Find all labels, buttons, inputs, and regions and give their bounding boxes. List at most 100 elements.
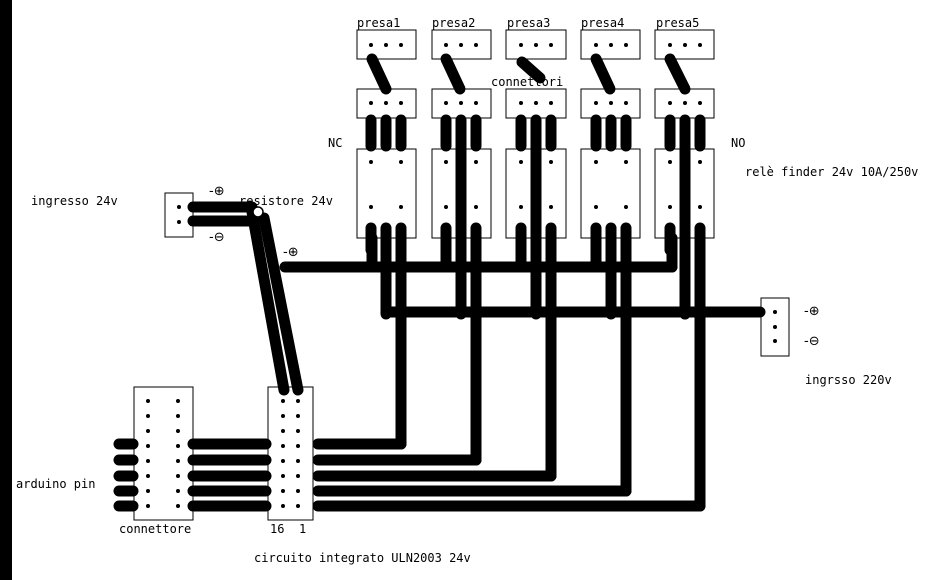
resistor-pad xyxy=(252,206,264,218)
left-edge-bar xyxy=(0,0,12,580)
pcb-traces xyxy=(113,53,766,512)
label-presa4: presa4 xyxy=(581,16,625,30)
pad-dot xyxy=(773,310,777,314)
pad-dot xyxy=(474,43,478,47)
label-connettore: connettore xyxy=(119,522,192,536)
plus-symbol-rail: -⊕ xyxy=(283,245,299,260)
pad-dot xyxy=(296,399,300,403)
pad-dot xyxy=(624,43,628,47)
pad-dot xyxy=(624,101,628,105)
pad-dot xyxy=(534,43,538,47)
pad-dot xyxy=(399,101,403,105)
pad-dot xyxy=(177,205,181,209)
pad-dot xyxy=(399,43,403,47)
pad-dot xyxy=(146,399,150,403)
pad-dot xyxy=(296,429,300,433)
pad-dot xyxy=(519,101,523,105)
label-relay: relè finder 24v 10A/250v xyxy=(745,165,919,179)
pad-dot xyxy=(369,43,373,47)
pad-dot xyxy=(281,504,285,508)
pad-dot xyxy=(146,459,150,463)
pad-dot xyxy=(281,459,285,463)
pad-dot xyxy=(296,459,300,463)
pad-dot xyxy=(296,474,300,478)
pad-dot xyxy=(683,43,687,47)
pad-dot xyxy=(444,43,448,47)
pad-dot xyxy=(369,205,373,209)
pad-dot xyxy=(281,429,285,433)
label-presa1: presa1 xyxy=(357,16,401,30)
pad-dot xyxy=(146,474,150,478)
pad-dot xyxy=(459,101,463,105)
label-nc: NC xyxy=(328,136,343,150)
pad-dot xyxy=(773,325,777,329)
pad-dot xyxy=(624,205,628,209)
pad-dot xyxy=(549,160,553,164)
pad-dot xyxy=(146,414,150,418)
pad-dot xyxy=(176,489,180,493)
pad-dot xyxy=(146,429,150,433)
pad-dot xyxy=(281,489,285,493)
pad-dot xyxy=(176,399,180,403)
pad-dot xyxy=(384,43,388,47)
pad-dot xyxy=(369,101,373,105)
label-no: NO xyxy=(731,136,746,150)
pad-dot xyxy=(281,414,285,418)
pad-dot xyxy=(698,43,702,47)
uln2003-chip xyxy=(267,386,314,521)
pad-dot xyxy=(384,101,388,105)
arduino-connector xyxy=(133,386,194,521)
pad-dots xyxy=(146,43,777,508)
pad-dot xyxy=(459,43,463,47)
pad-dot xyxy=(146,444,150,448)
pad-dot xyxy=(176,459,180,463)
pad-dot xyxy=(444,101,448,105)
pad-dot xyxy=(146,504,150,508)
pad-dot xyxy=(474,160,478,164)
pad-dot xyxy=(698,160,702,164)
minus-symbol-24v-input: -⊖ xyxy=(209,230,225,245)
pad-dot xyxy=(519,43,523,47)
plus-symbol-24v-input: -⊕ xyxy=(209,184,225,199)
input-24v-connector xyxy=(164,192,194,238)
minus-symbol-220v: -⊖ xyxy=(804,334,820,349)
pad-dot xyxy=(519,160,523,164)
pad-dot xyxy=(281,474,285,478)
pad-dot xyxy=(668,205,672,209)
pad-dot xyxy=(444,205,448,209)
pad-dot xyxy=(296,489,300,493)
pad-dot xyxy=(594,160,598,164)
label-presa2: presa2 xyxy=(432,16,476,30)
label-arduino-pin: arduino pin xyxy=(16,477,96,491)
pad-dot xyxy=(773,339,777,343)
label-pin-1: 1 xyxy=(299,522,307,536)
pad-dot xyxy=(594,43,598,47)
pad-dot xyxy=(399,160,403,164)
pad-dot xyxy=(698,205,702,209)
pad-dot xyxy=(549,43,553,47)
pad-dot xyxy=(281,399,285,403)
pad-dot xyxy=(176,429,180,433)
pad-dot xyxy=(609,43,613,47)
pad-dot xyxy=(176,474,180,478)
pad-dot xyxy=(176,504,180,508)
label-input-220v: ingrsso 220v xyxy=(805,373,892,387)
label-connettori: connettori xyxy=(491,75,564,89)
pad-dot xyxy=(296,414,300,418)
pad-dot xyxy=(668,101,672,105)
pad-dot xyxy=(399,205,403,209)
pad-dot xyxy=(549,205,553,209)
label-presa5: presa5 xyxy=(656,16,700,30)
pad-dot xyxy=(444,160,448,164)
plus-symbol-220v: -⊕ xyxy=(804,304,820,319)
pad-dot xyxy=(146,489,150,493)
pad-dot xyxy=(698,101,702,105)
pad-dot xyxy=(296,444,300,448)
pad-dot xyxy=(549,101,553,105)
pad-dot xyxy=(668,43,672,47)
pad-dot xyxy=(683,101,687,105)
pad-dot xyxy=(474,205,478,209)
pad-dot xyxy=(177,220,181,224)
pad-dot xyxy=(474,101,478,105)
